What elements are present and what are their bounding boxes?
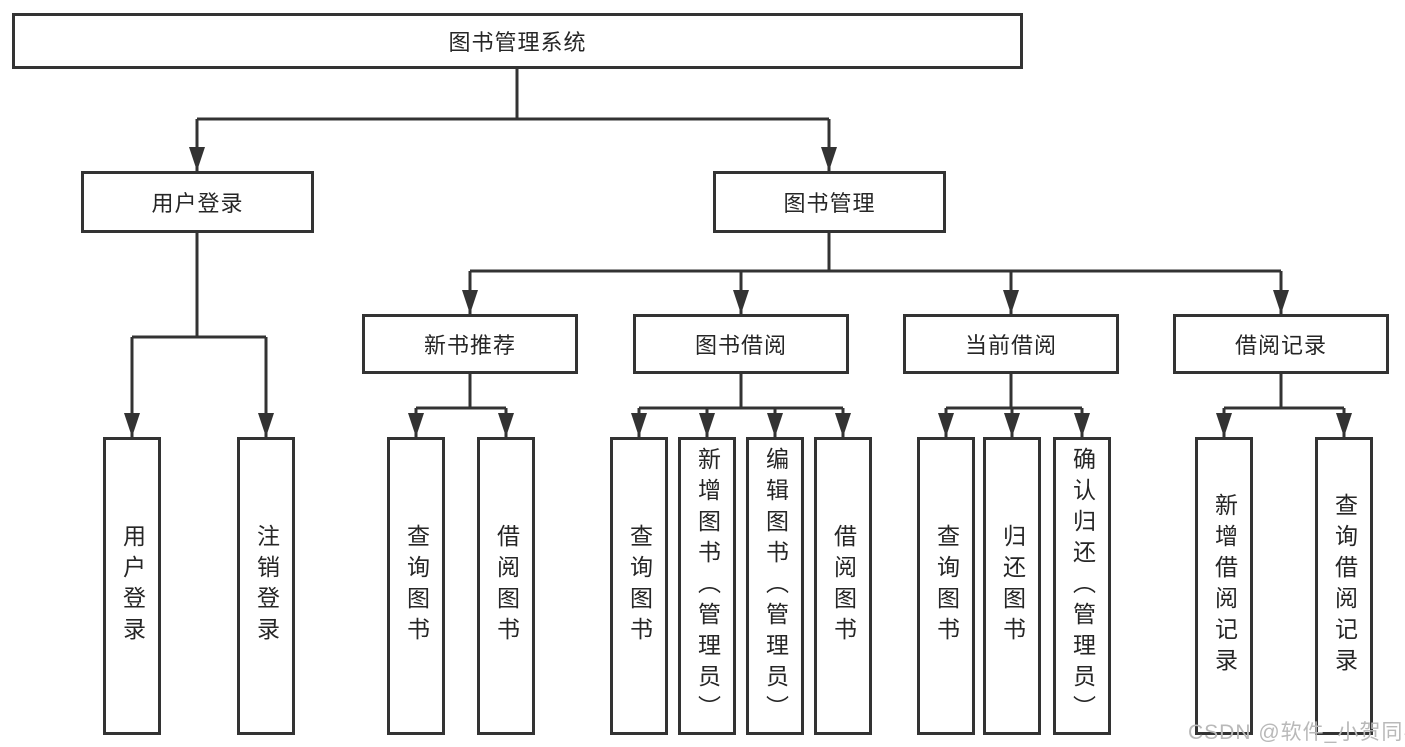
- leaf-bb-query-books: 查询图书: [610, 437, 668, 735]
- leaf-bb-query-books-label: 查询图书: [626, 524, 653, 648]
- leaf-cb-query-books: 查询图书: [917, 437, 975, 735]
- root-node-label: 图书管理系统: [448, 30, 587, 55]
- leaf-nbr-query-books: 查询图书: [387, 437, 445, 735]
- leaf-user-login-label: 用户登录: [119, 524, 146, 648]
- leaf-logout-label: 注销登录: [253, 524, 280, 648]
- leaf-cb-return-books-label: 归还图书: [999, 524, 1026, 648]
- leaf-bb-add-books-admin: 新增图书（管理员）: [678, 437, 736, 735]
- leaf-br-query-record: 查询借阅记录: [1315, 437, 1373, 735]
- leaf-logout: 注销登录: [237, 437, 295, 735]
- leaf-nbr-borrow-books-label: 借阅图书: [493, 524, 520, 648]
- leaf-cb-return-books: 归还图书: [983, 437, 1041, 735]
- node-current-borrowing: 当前借阅: [903, 314, 1119, 374]
- leaf-bb-borrow-books-label: 借阅图书: [830, 524, 857, 648]
- leaf-bb-edit-books-admin: 编辑图书（管理员）: [746, 437, 804, 735]
- node-book-management-label: 图书管理: [783, 191, 876, 216]
- leaf-br-add-record-label: 新增借阅记录: [1211, 493, 1238, 679]
- node-borrowing-records-label: 借阅记录: [1234, 333, 1327, 358]
- leaf-cb-confirm-return-admin-label: 确认归还（管理员）: [1069, 446, 1096, 726]
- leaf-br-add-record: 新增借阅记录: [1195, 437, 1253, 735]
- node-new-book-recommend: 新书推荐: [362, 314, 578, 374]
- node-user-login-label: 用户登录: [151, 191, 244, 216]
- leaf-bb-borrow-books: 借阅图书: [814, 437, 872, 735]
- leaf-cb-confirm-return-admin: 确认归还（管理员）: [1053, 437, 1111, 735]
- leaf-nbr-borrow-books: 借阅图书: [477, 437, 535, 735]
- node-current-borrowing-label: 当前借阅: [964, 333, 1057, 358]
- leaf-user-login: 用户登录: [103, 437, 161, 735]
- node-new-book-recommend-label: 新书推荐: [423, 333, 516, 358]
- root-node-library-system: 图书管理系统: [12, 13, 1023, 69]
- leaf-nbr-query-books-label: 查询图书: [403, 524, 430, 648]
- node-borrowing-records: 借阅记录: [1173, 314, 1389, 374]
- node-book-borrowing-label: 图书借阅: [694, 333, 787, 358]
- leaf-br-query-record-label: 查询借阅记录: [1331, 493, 1358, 679]
- csdn-watermark: CSDN @软件_小贺同学: [1188, 721, 1405, 744]
- leaf-bb-edit-books-admin-label: 编辑图书（管理员）: [762, 446, 789, 726]
- leaf-cb-query-books-label: 查询图书: [933, 524, 960, 648]
- node-user-login: 用户登录: [81, 171, 314, 233]
- leaf-bb-add-books-admin-label: 新增图书（管理员）: [694, 446, 721, 726]
- node-book-management: 图书管理: [713, 171, 946, 233]
- node-book-borrowing: 图书借阅: [633, 314, 849, 374]
